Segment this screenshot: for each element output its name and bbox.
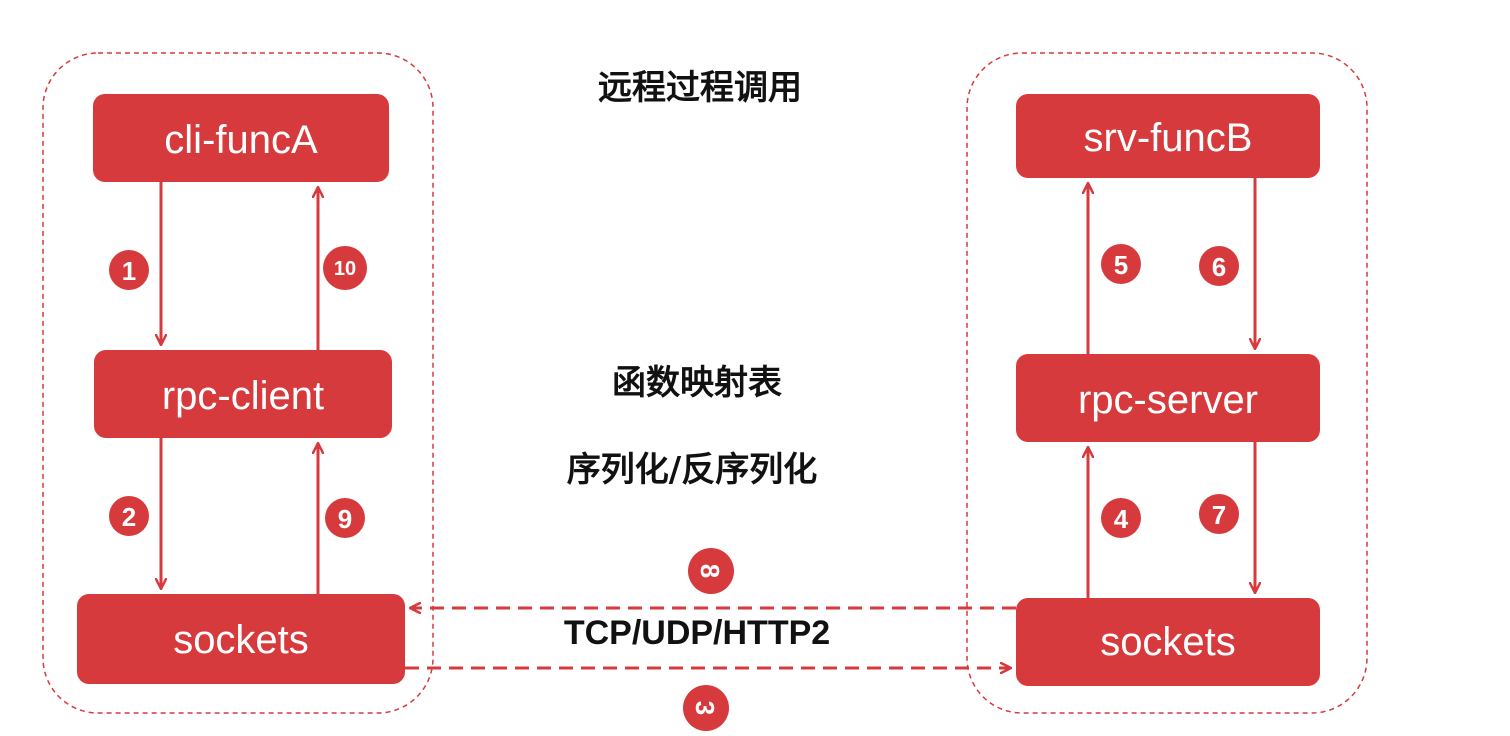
step-badge-10: 10 <box>323 246 367 290</box>
client-sockets-label: sockets <box>173 618 309 662</box>
client-group-outline <box>42 52 434 714</box>
server-sockets-box: sockets <box>1016 598 1320 686</box>
svg-text:9: 9 <box>338 504 352 534</box>
step-badge-2: 2 <box>109 496 149 536</box>
step-badge-5: 5 <box>1101 244 1141 284</box>
svg-text:5: 5 <box>1114 250 1128 280</box>
svg-text:3: 3 <box>690 701 720 715</box>
server-group-outline <box>966 52 1368 714</box>
rpc-server-box: rpc-server <box>1016 354 1320 442</box>
protocol-label: TCP/UDP/HTTP2 <box>564 614 830 652</box>
step-badge-3: 3 <box>683 685 729 731</box>
svg-text:6: 6 <box>1212 252 1226 282</box>
svg-text:10: 10 <box>334 258 356 280</box>
step-badge-4: 4 <box>1101 498 1141 538</box>
cli-funca-label: cli-funcA <box>164 118 318 162</box>
svg-text:2: 2 <box>122 502 136 532</box>
cli-funca-box: cli-funcA <box>93 94 389 182</box>
step-badge-1: 1 <box>109 250 149 290</box>
rpc-server-label: rpc-server <box>1078 378 1258 422</box>
serialization-label: 序列化/反序列化 <box>567 450 817 490</box>
srv-funcb-box: srv-funcB <box>1016 94 1320 178</box>
function-mapping-label: 函数映射表 <box>612 363 782 403</box>
rpc-client-box: rpc-client <box>94 350 392 438</box>
svg-text:7: 7 <box>1212 500 1226 530</box>
rpc-client-label: rpc-client <box>162 374 324 418</box>
step-badge-6: 6 <box>1199 246 1239 286</box>
client-sockets-box: sockets <box>77 594 405 684</box>
svg-text:4: 4 <box>1114 504 1129 534</box>
svg-text:1: 1 <box>122 256 136 286</box>
srv-funcb-label: srv-funcB <box>1084 116 1253 160</box>
diagram-title: 远程过程调用 <box>598 68 802 108</box>
step-badge-8: 8 <box>688 548 734 594</box>
svg-text:8: 8 <box>695 564 725 578</box>
step-badge-7: 7 <box>1199 494 1239 534</box>
server-sockets-label: sockets <box>1100 620 1236 664</box>
step-badge-9: 9 <box>325 498 365 538</box>
